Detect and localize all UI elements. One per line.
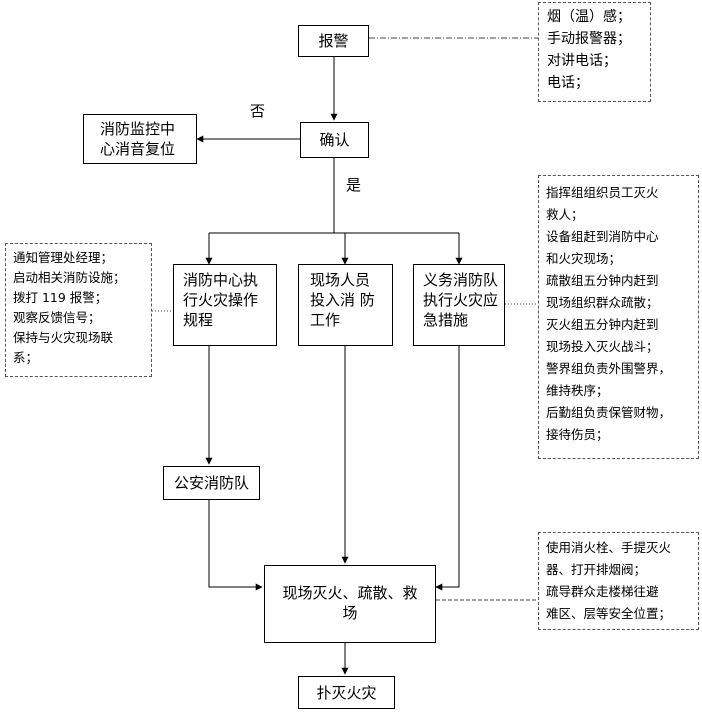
arrow-volunteer-to-onsite [435, 346, 460, 591]
note-onsite-tasks: 使用消火栓、手提灭火 器、打开排烟阀； 疏导群众走楼梯往避 难区、层等安全位置； [538, 532, 699, 630]
note-line: 警界组负责外围警界， [546, 361, 672, 376]
note-line: 设备组赶到消防中心 [546, 229, 659, 244]
note-line: 观察反馈信号； [13, 310, 101, 325]
node-staff-line: 工作 [310, 311, 341, 329]
node-center-line: 行火灾操作 [183, 291, 259, 309]
node-confirm-label: 确认 [319, 131, 350, 149]
note-line: 现场组织群众疏散； [546, 295, 659, 310]
note-line: 启动相关消防设施； [13, 270, 126, 285]
note-line: 难区、层等安全位置； [546, 606, 672, 621]
note-line: 电话； [547, 75, 589, 91]
note-line: 对讲电话； [547, 53, 617, 69]
note-line: 维持秩序； [546, 383, 609, 398]
note-team-tasks: 指挥组组织员工灭火 救人； 设备组赶到消防中心 和火灾现场； 疏散组五分钟内赶到… [538, 175, 699, 459]
arrow-police-to-onsite [208, 500, 263, 591]
note-line: 救人； [546, 207, 584, 222]
node-onsite-line: 现场灭火、疏散、救 [282, 584, 418, 602]
node-alarm-label: 报警 [318, 32, 349, 50]
note-line: 疏散组五分钟内赶到 [546, 273, 659, 288]
node-volunteer-line: 急措施 [423, 311, 469, 329]
note-line: 手动报警器； [547, 31, 631, 47]
note-line: 疏导群众走楼梯往避 [546, 584, 659, 599]
node-volunteer: 义务消防队 执行火灾应 急措施 [413, 264, 505, 346]
node-alarm: 报警 [298, 25, 369, 57]
node-staff: 现场人员 投入消 防 工作 [298, 264, 393, 346]
node-police-label: 公安消防队 [173, 474, 249, 492]
node-center-line: 消防中心执 [183, 271, 259, 289]
node-extinguish-label: 扑灭火灾 [316, 684, 377, 702]
node-staff-line: 现场人员 [310, 271, 371, 289]
note-line: 保持与火灾现场联 [13, 330, 114, 345]
node-reset-line: 消防监控中 [100, 120, 176, 138]
note-center-tasks: 通知管理处经理； 启动相关消防设施； 拨打 119 报警； 观察反馈信号； 保持… [5, 243, 152, 377]
note-line: 器、打开排烟阀； [546, 562, 647, 577]
node-volunteer-line: 义务消防队 [423, 271, 499, 289]
node-police: 公安消防队 [163, 466, 260, 500]
node-confirm: 确认 [300, 122, 369, 158]
note-line: 使用消火栓、手提灭火 [546, 540, 672, 555]
node-onsite: 现场灭火、疏散、救 场 [264, 565, 436, 643]
note-line: 烟（温）感； [547, 9, 631, 25]
edge-label-yes: 是 [346, 176, 362, 194]
node-center-line: 规程 [183, 311, 214, 329]
node-center: 消防中心执 行火灾操作 规程 [173, 264, 277, 346]
node-reset-line: 心消音复位 [100, 140, 176, 158]
note-alarm-sources: 烟（温）感； 手动报警器； 对讲电话； 电话； [538, 2, 651, 102]
edge-label-no: 否 [250, 102, 266, 120]
node-staff-line: 投入消 防 [310, 291, 375, 309]
note-line: 现场投入灭火战斗； [546, 339, 659, 354]
node-extinguish: 扑灭火灾 [298, 676, 395, 709]
note-line: 通知管理处经理； [13, 250, 114, 265]
note-line: 后勤组负责保管财物， [546, 405, 672, 420]
note-line: 指挥组组织员工灭火 [546, 185, 659, 200]
note-line: 系； [13, 350, 39, 365]
note-line: 灭火组五分钟内赶到 [546, 317, 659, 332]
node-onsite-line: 场 [342, 604, 358, 622]
node-volunteer-line: 执行火灾应 [423, 291, 499, 309]
note-line: 接待伤员； [546, 427, 609, 442]
note-line: 和火灾现场； [546, 251, 622, 266]
node-reset: 消防监控中 心消音复位 [83, 114, 197, 164]
note-line: 拨打 119 报警； [13, 290, 108, 305]
